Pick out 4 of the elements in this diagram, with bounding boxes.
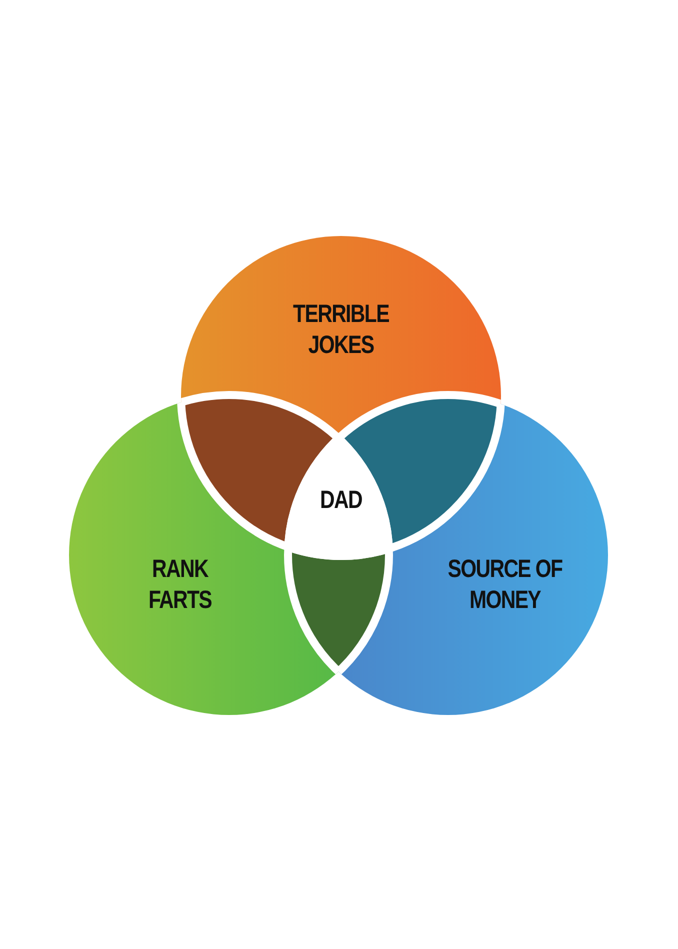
circle-label: RANK FARTS — [134, 554, 226, 616]
circle-label: SOURCE OF MONEY — [444, 554, 566, 616]
center-label: DAD — [312, 484, 370, 516]
circle-label: TERRIBLE JOKES — [280, 299, 402, 361]
